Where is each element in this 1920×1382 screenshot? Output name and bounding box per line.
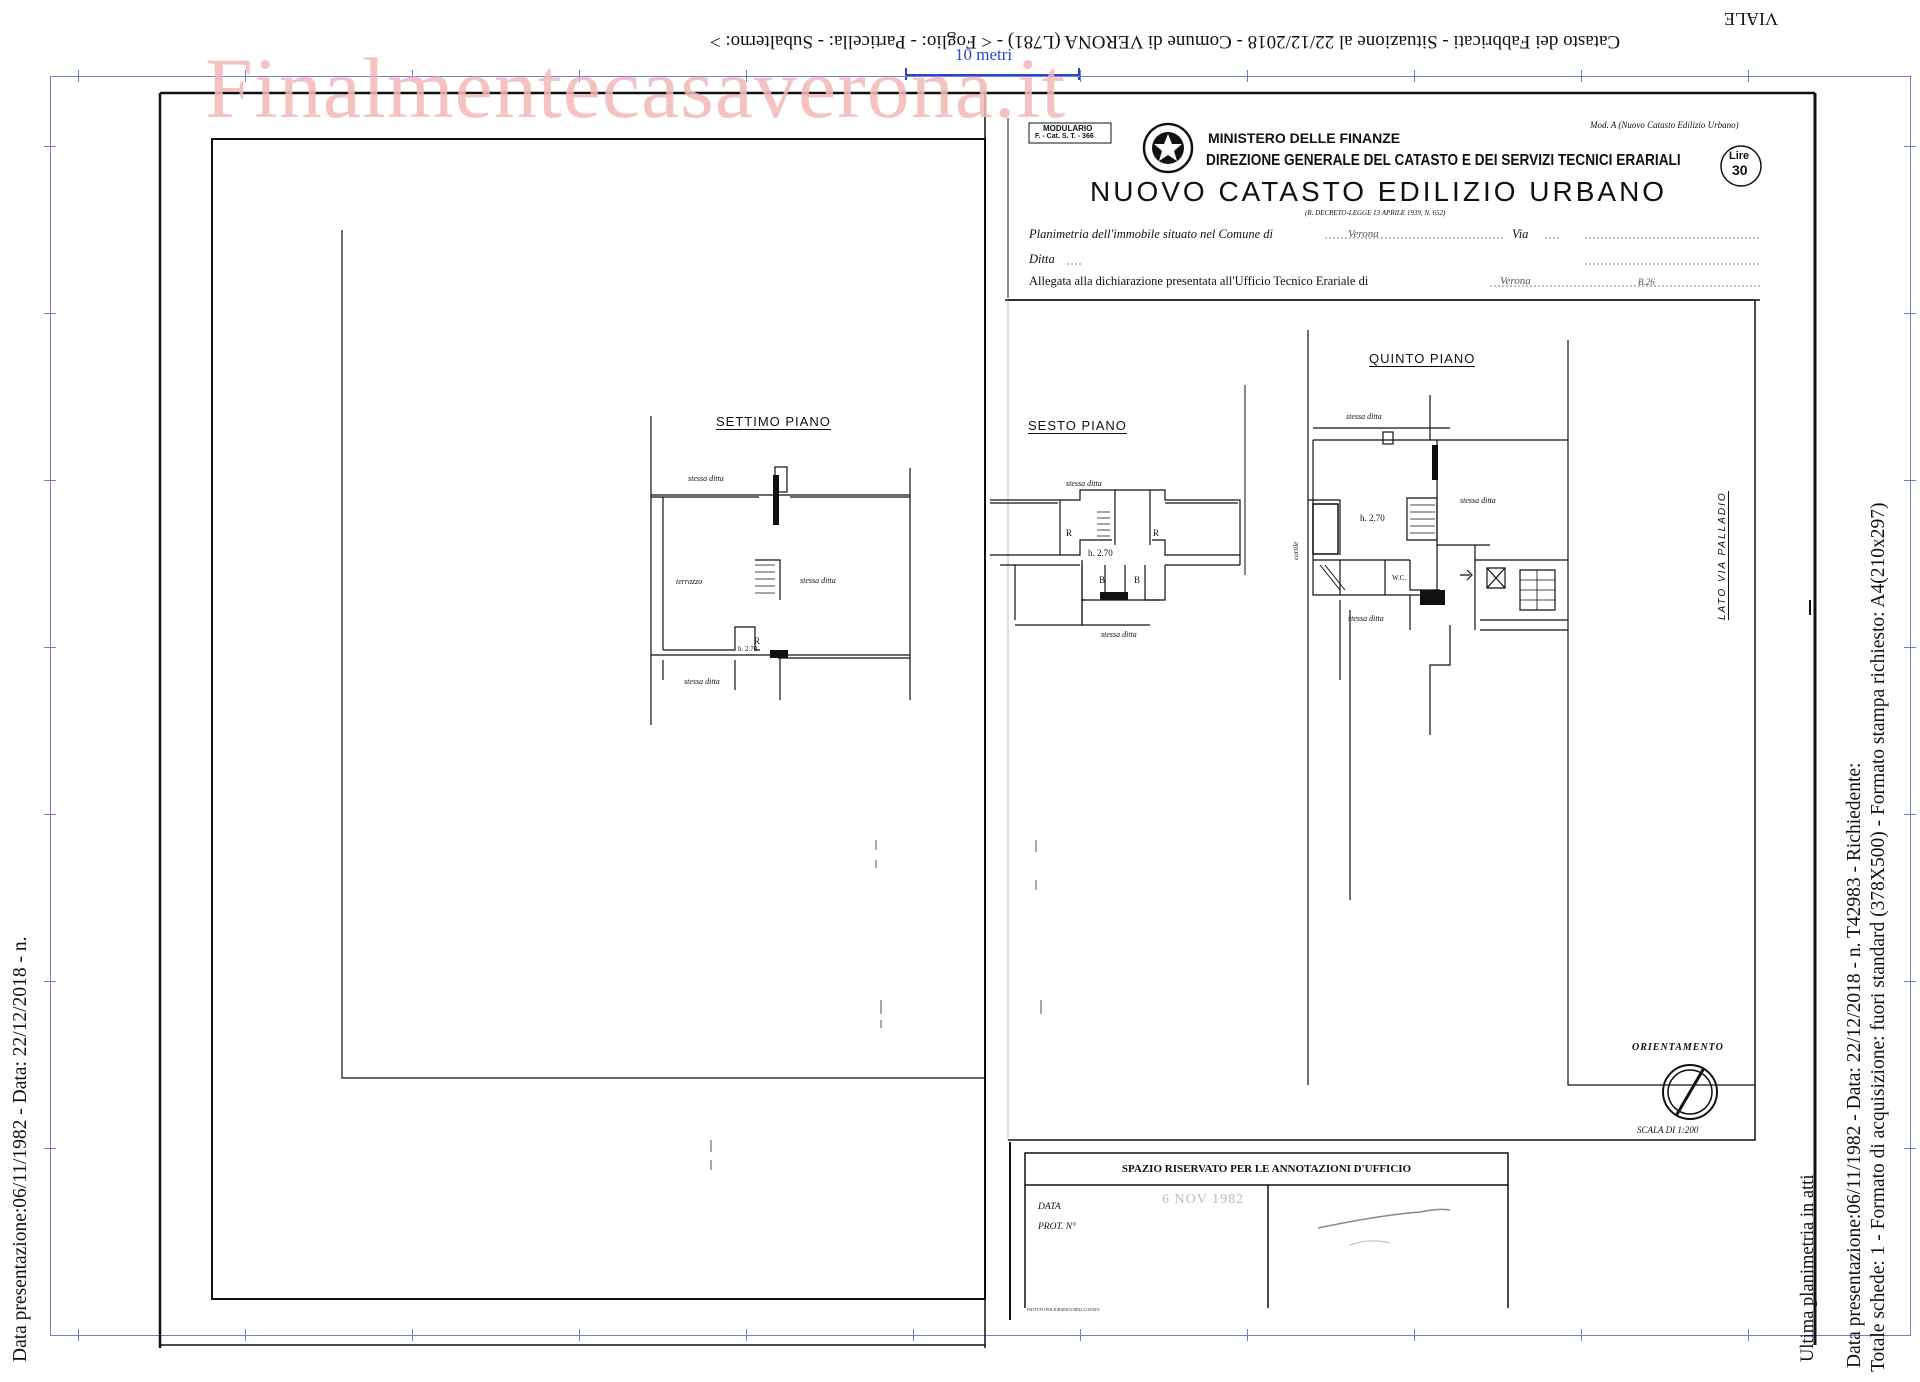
ufficio-code: B.26 xyxy=(1638,277,1655,287)
allegata-label: Allegata alla dichiarazione presentata a… xyxy=(1029,274,1369,288)
room-label: stessa ditta xyxy=(1348,614,1384,623)
orientamento-label: ORIENTAMENTO xyxy=(1632,1042,1724,1053)
room-label: terrazzo xyxy=(676,577,703,586)
room-label: stessa ditta xyxy=(684,677,720,686)
room-label: R xyxy=(1066,528,1073,538)
annotazioni-header: SPAZIO RISERVATO PER LE ANNOTAZIONI D'UF… xyxy=(1121,1163,1412,1175)
right-margin-line2: Data presentazione:06/11/1982 - Data: 22… xyxy=(1844,762,1865,1368)
direction-label: DIREZIONE GENERALE DEL CATASTO E DEI SER… xyxy=(1206,152,1681,169)
frame-right xyxy=(1910,76,1911,1336)
north-arrow-icon xyxy=(1662,1064,1718,1120)
watermark: Finalmentecasaverona.it xyxy=(205,40,1067,136)
right-margin-line3: Ultima planimetria in atti xyxy=(1798,1174,1818,1362)
room-label: stessa ditta xyxy=(1346,412,1382,421)
room-label: stessa ditta xyxy=(1066,479,1102,488)
floor-title-settimo: SETTIMO PIANO xyxy=(716,414,831,430)
room-label: h. 2.70 xyxy=(1360,513,1385,523)
scale-bar-label: 10 metri xyxy=(955,45,1013,64)
lato-via-label: LATO VIA PALLADIO xyxy=(1717,491,1729,620)
annotazioni-data-label: DATA xyxy=(1038,1202,1061,1212)
right-margin-line1: Totale schede: 1 - Formato di acquisizio… xyxy=(1868,502,1889,1372)
floor-title-quinto: QUINTO PIANO xyxy=(1369,351,1476,367)
room-label: cortile xyxy=(1292,541,1300,560)
ufficio-value: Verona xyxy=(1500,275,1531,287)
room-label: B xyxy=(1099,575,1106,585)
republic-emblem-icon xyxy=(1142,122,1194,174)
ministry-label: MINISTERO DELLE FINANZE xyxy=(1208,130,1401,146)
room-label: h. 2.70 xyxy=(1088,548,1113,558)
lire-value: 30 xyxy=(1732,162,1748,178)
form-title: NUOVO CATASTO EDILIZIO URBANO xyxy=(1090,176,1668,207)
via-label: Via xyxy=(1512,227,1529,241)
modulario-line1: MODULARIO xyxy=(1043,124,1093,133)
decree-label: (R. DECRETO-LEGGE 13 APRILE 1939, N. 652… xyxy=(1305,209,1446,217)
room-label: stessa ditta xyxy=(1460,496,1496,505)
frame-bottom xyxy=(50,1335,1910,1336)
room-label: R xyxy=(1153,528,1160,538)
annotazioni-prot-label: PROT. N° xyxy=(1038,1222,1076,1232)
printer-label: ISTITUTO POLIGRAFICO DELLO STATO xyxy=(1027,1307,1100,1312)
room-label: W.C. xyxy=(1392,574,1407,582)
room-label: R xyxy=(754,636,761,646)
annotazioni-stamp: 6 NOV 1982 xyxy=(1162,1192,1245,1207)
room-label: stessa ditta xyxy=(800,576,836,585)
comune-value: Verona xyxy=(1348,228,1379,240)
scale-bar xyxy=(905,58,1080,80)
frame-top xyxy=(50,76,1910,77)
floor-title-sesto: SESTO PIANO xyxy=(1028,418,1127,434)
room-label: stessa ditta xyxy=(688,474,724,483)
mod-a-label: Mod. A (Nuovo Catasto Edilizio Urbano) xyxy=(1590,120,1739,130)
frame-left xyxy=(50,76,51,1336)
room-label: h. 2.70 xyxy=(738,645,758,653)
planimetria-label: Planimetria dell'immobile situato nel Co… xyxy=(1029,227,1273,241)
room-label: B xyxy=(1134,575,1141,585)
room-label: stessa ditta xyxy=(1101,630,1137,639)
modulario-line2: F. - Cat. S. T. - 366 xyxy=(1035,133,1094,140)
lire-label: Lire xyxy=(1729,150,1750,162)
left-margin-line1: Data presentazione:06/11/1982 - Data: 22… xyxy=(10,936,31,1362)
ditta-label: Ditta xyxy=(1029,252,1055,266)
scala-label: SCALA DI 1:200 xyxy=(1637,1125,1699,1135)
